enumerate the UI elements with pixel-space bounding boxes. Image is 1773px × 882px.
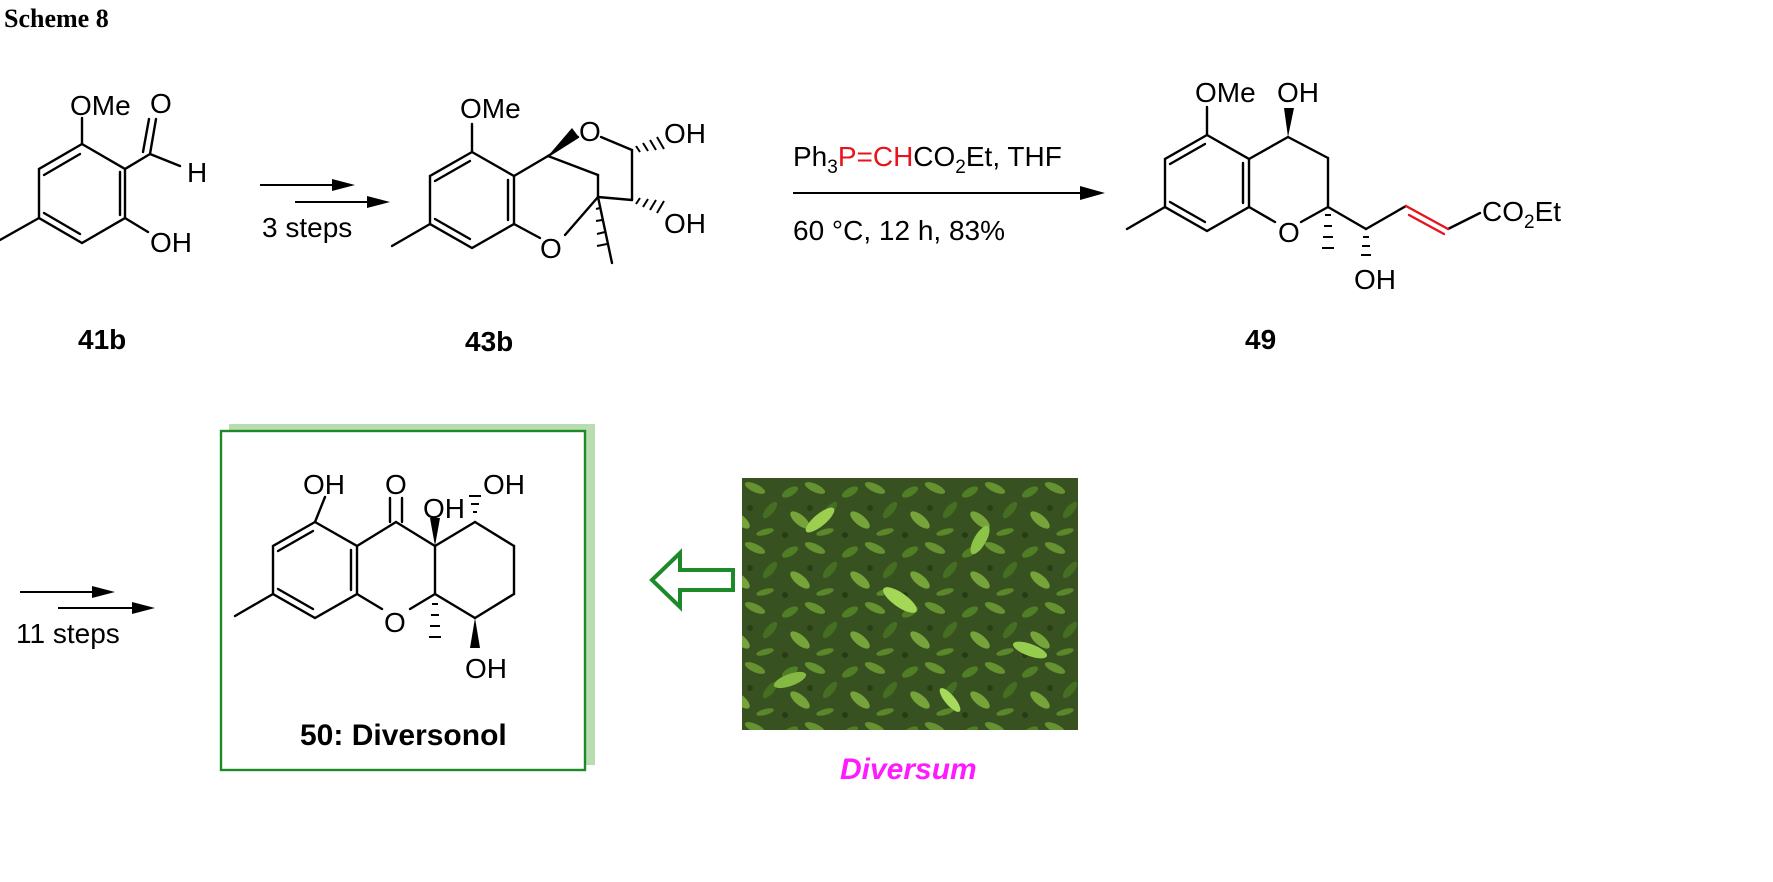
c50-oh-junction: OH (423, 493, 465, 524)
c43b-o-bridge: O (579, 116, 601, 147)
step-label-11-steps: 11 steps (16, 618, 120, 649)
c49-ome: OMe (1195, 77, 1256, 108)
hollow-left-arrow-icon (649, 548, 735, 612)
c49-ester: CO2Et (1482, 196, 1561, 233)
c41b-ome: OMe (70, 90, 131, 121)
c43b-ome: OMe (460, 93, 521, 124)
compound-43b (390, 122, 634, 265)
c49-oh-chain: OH (1354, 264, 1396, 295)
c49-ester-et: Et (1535, 196, 1562, 227)
compound-49 (1125, 105, 1482, 233)
moss-photo (742, 478, 1078, 730)
compound-50-diversonol (233, 495, 516, 620)
c49-trans-alkene (1404, 204, 1450, 236)
c49-ester-co: CO (1482, 196, 1524, 227)
c41b-h-aldehyde: H (187, 157, 207, 188)
reagent-sub-2: 2 (955, 157, 966, 178)
wittig-conditions: 60 °C, 12 h, 83% (793, 215, 1005, 246)
step-label-3-steps: 3 steps (262, 212, 352, 243)
c43b-o-ring: O (540, 233, 562, 264)
c50-hashed-bonds (429, 495, 481, 638)
scheme-title: Scheme 8 (4, 4, 109, 33)
c49-hashed-bonds (1322, 214, 1371, 256)
c41b-o-aldehyde: O (150, 88, 172, 119)
wittig-reagent: Ph3P=CHCO2Et, THF (793, 141, 1062, 178)
c50-wedge-junction (430, 518, 440, 546)
diversonol-box (219, 429, 587, 772)
reagent-et-thf: Et, THF (966, 141, 1062, 172)
arrow-3-steps (260, 179, 390, 208)
c43b-wedge-bond (548, 128, 578, 156)
reagent-ph: Ph (793, 141, 827, 172)
arrow-wittig (793, 186, 1105, 200)
c50-oh-phenol: OH (303, 469, 345, 500)
reagent-sub-3: 3 (827, 157, 838, 178)
c49-label: 49 (1245, 324, 1276, 355)
arrow-11-steps (20, 586, 155, 614)
c49-oh-top: OH (1277, 77, 1319, 108)
c43b-oh-bottom: OH (664, 208, 706, 239)
c41b-label: 41b (78, 324, 126, 355)
reagent-co: CO (913, 141, 955, 172)
c50-oh-ring-top: OH (483, 469, 525, 500)
photo-caption: Diversum (840, 753, 977, 786)
c41b-oh: OH (150, 227, 192, 258)
c49-wedge-bond (1284, 108, 1294, 137)
c43b-oh-top: OH (664, 118, 706, 149)
c49-o-ring: O (1278, 217, 1300, 248)
c43b-label: 43b (465, 326, 513, 357)
compound-41b (0, 116, 182, 245)
c49-ester-sub: 2 (1524, 212, 1535, 233)
reagent-ylide: P=CH (838, 141, 913, 172)
c50-o-ring: O (384, 607, 406, 638)
c50-label: 50: Diversonol (300, 719, 507, 752)
c50-oh-ring-bottom: OH (465, 653, 507, 684)
c50-o-ketone: O (385, 469, 407, 500)
c50-wedge-bottom (470, 618, 480, 648)
c43b-hashed-bonds (595, 136, 665, 247)
